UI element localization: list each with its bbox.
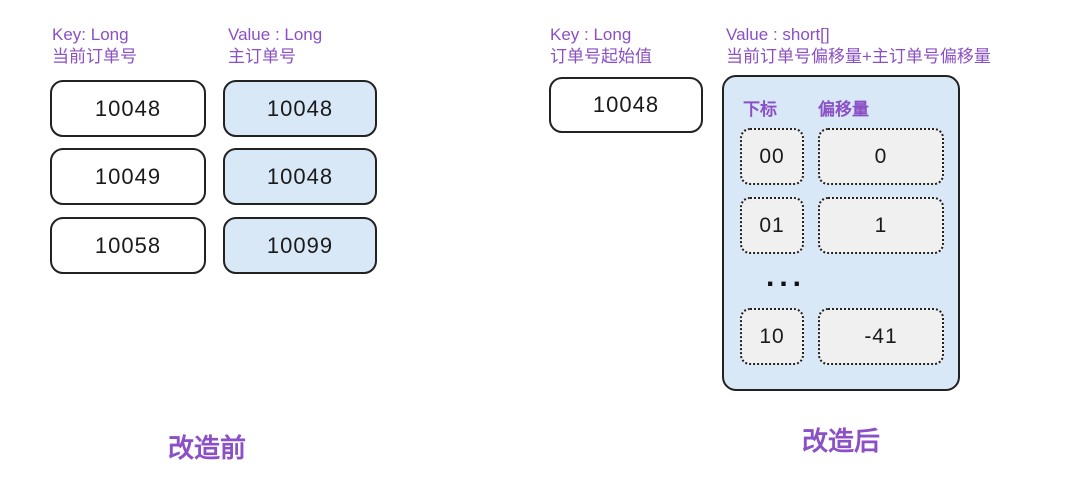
array-index-cell-3: 10	[740, 308, 804, 365]
after-value-header-desc: 当前订单号偏移量+主订单号偏移量	[726, 47, 991, 66]
array-index-cell-1: 00	[740, 128, 804, 185]
before-value-box-3: 10099	[223, 217, 377, 274]
before-value-box-1: 10048	[223, 80, 377, 137]
array-offset-cell-2: 1	[818, 197, 944, 254]
after-key-header-type: Key : Long	[550, 25, 632, 44]
array-index-header: 下标	[743, 100, 777, 119]
before-value-header-type: Value : Long	[228, 25, 323, 44]
after-key-box: 10048	[549, 77, 703, 133]
before-value-header-desc: 主订单号	[228, 47, 296, 66]
before-value-column-header: Value : Long 主订单号	[228, 24, 322, 68]
array-ellipsis: ...	[766, 260, 807, 293]
after-value-column-header: Value : short[] 当前订单号偏移量+主订单号偏移量	[726, 24, 991, 68]
before-value-box-2: 10048	[223, 148, 377, 205]
before-key-box-1: 10048	[50, 80, 206, 137]
array-offset-header: 偏移量	[818, 100, 869, 119]
before-key-header-desc: 当前订单号	[52, 47, 137, 66]
array-offset-cell-3: -41	[818, 308, 944, 365]
after-value-header-type: Value : short[]	[726, 25, 830, 44]
before-key-box-2: 10049	[50, 148, 206, 205]
after-key-header-desc: 订单号起始值	[550, 47, 652, 66]
before-key-box-3: 10058	[50, 217, 206, 274]
array-offset-cell-1: 0	[818, 128, 944, 185]
array-index-cell-2: 01	[740, 197, 804, 254]
before-key-header-type: Key: Long	[52, 25, 129, 44]
after-caption: 改造后	[802, 426, 881, 456]
before-key-column-header: Key: Long 当前订单号	[52, 24, 137, 68]
before-caption: 改造前	[168, 433, 247, 463]
after-key-column-header: Key : Long 订单号起始值	[550, 24, 652, 68]
